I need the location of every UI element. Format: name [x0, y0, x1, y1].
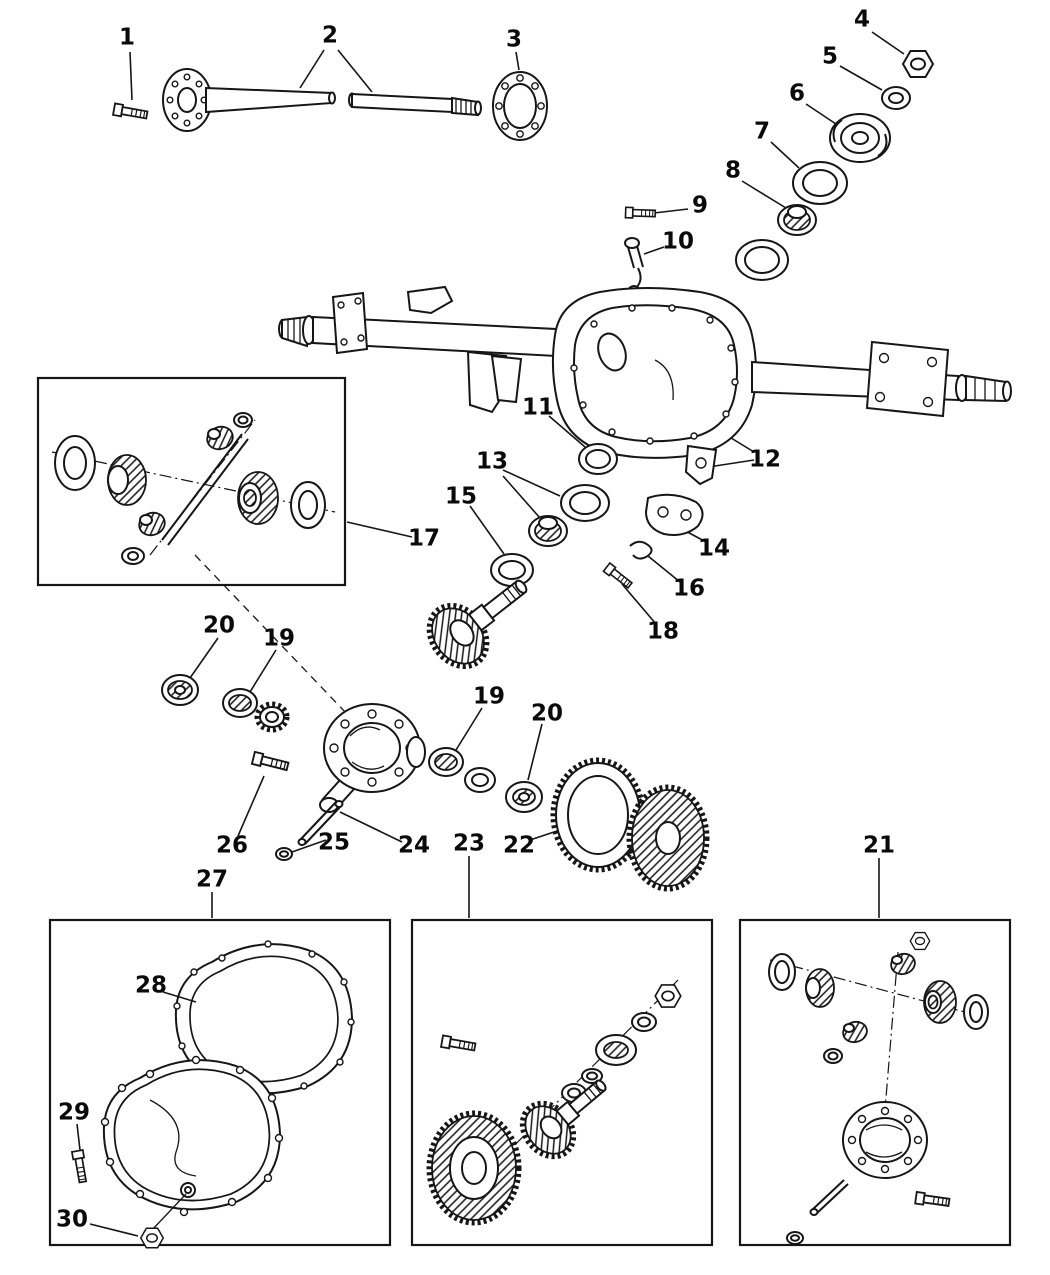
callout-12: 12 [748, 446, 782, 473]
callout-27: 27 [195, 866, 229, 893]
callout-19b: 19 [472, 683, 506, 710]
axle-housing [278, 285, 1012, 486]
callout-28: 28 [134, 972, 168, 999]
retainer-clip [629, 540, 653, 560]
alignment-dash-line [194, 554, 371, 739]
callout-17: 17 [407, 525, 441, 552]
carrier-bearing-left-inner [222, 688, 290, 733]
callout-16: 16 [672, 575, 706, 602]
callout-4: 4 [853, 6, 871, 33]
callout-18: 18 [646, 618, 680, 645]
callout-23: 23 [452, 830, 486, 857]
callout-24: 24 [397, 832, 431, 859]
callout-9: 9 [691, 192, 709, 219]
cover-kit-box [48, 918, 392, 1249]
pinion-nut [902, 50, 934, 78]
callout-7: 7 [753, 118, 771, 145]
pinion-front-bearing [735, 204, 817, 281]
pinion-kit-box [410, 918, 714, 1247]
callout-22: 22 [502, 832, 536, 859]
pin-lock-ring [275, 847, 293, 861]
pinion-rear-bearing [528, 484, 610, 547]
callout-1: 1 [118, 24, 136, 51]
differential-case [319, 703, 426, 813]
ring-gear [550, 757, 710, 892]
cross-shaft-pin [297, 800, 344, 846]
callout-5: 5 [821, 43, 839, 70]
differential-cover [100, 1055, 284, 1217]
callout-14: 14 [697, 535, 731, 562]
pinion-seal [792, 161, 848, 205]
carrier-bearing-right-inner [428, 747, 496, 793]
callout-26: 26 [215, 832, 249, 859]
housing-stud [624, 206, 657, 220]
callout-13: 13 [475, 448, 509, 475]
callout-30: 30 [55, 1206, 89, 1233]
axle-shaft-left [162, 68, 336, 132]
axle-flange-gasket [492, 71, 548, 141]
callout-20a: 20 [202, 612, 236, 639]
callout-21: 21 [862, 832, 896, 859]
differential-gear-kit-box [36, 376, 347, 587]
pinion-yoke [829, 113, 891, 163]
callout-29: 29 [57, 1099, 91, 1126]
callout-19a: 19 [262, 625, 296, 652]
axle-vent [624, 237, 644, 295]
pinion-spacer-bearing [578, 443, 618, 475]
callout-8: 8 [724, 157, 742, 184]
pinion-washer [881, 86, 911, 110]
callout-20b: 20 [530, 700, 564, 727]
carrier-bearing-left-outer [161, 674, 199, 706]
callout-11: 11 [521, 394, 555, 421]
axle-flange-bolt [112, 102, 149, 122]
callout-15: 15 [444, 483, 478, 510]
pinion-washer-inner [490, 553, 534, 587]
callout-6: 6 [788, 80, 806, 107]
callout-3: 3 [505, 26, 523, 53]
cover-bolt [71, 1149, 90, 1184]
callout-25: 25 [317, 829, 351, 856]
fill-plug [140, 1227, 164, 1249]
differential-case-kit-box [738, 918, 1012, 1247]
case-bolt [250, 750, 290, 774]
callout-2: 2 [321, 22, 339, 49]
bracket-bolt [602, 562, 634, 591]
drive-pinion [426, 579, 528, 670]
callout-10: 10 [661, 228, 695, 255]
shock-bracket [644, 493, 704, 536]
axle-shaft-right [348, 92, 482, 117]
carrier-bearing-right-outer [505, 781, 543, 813]
